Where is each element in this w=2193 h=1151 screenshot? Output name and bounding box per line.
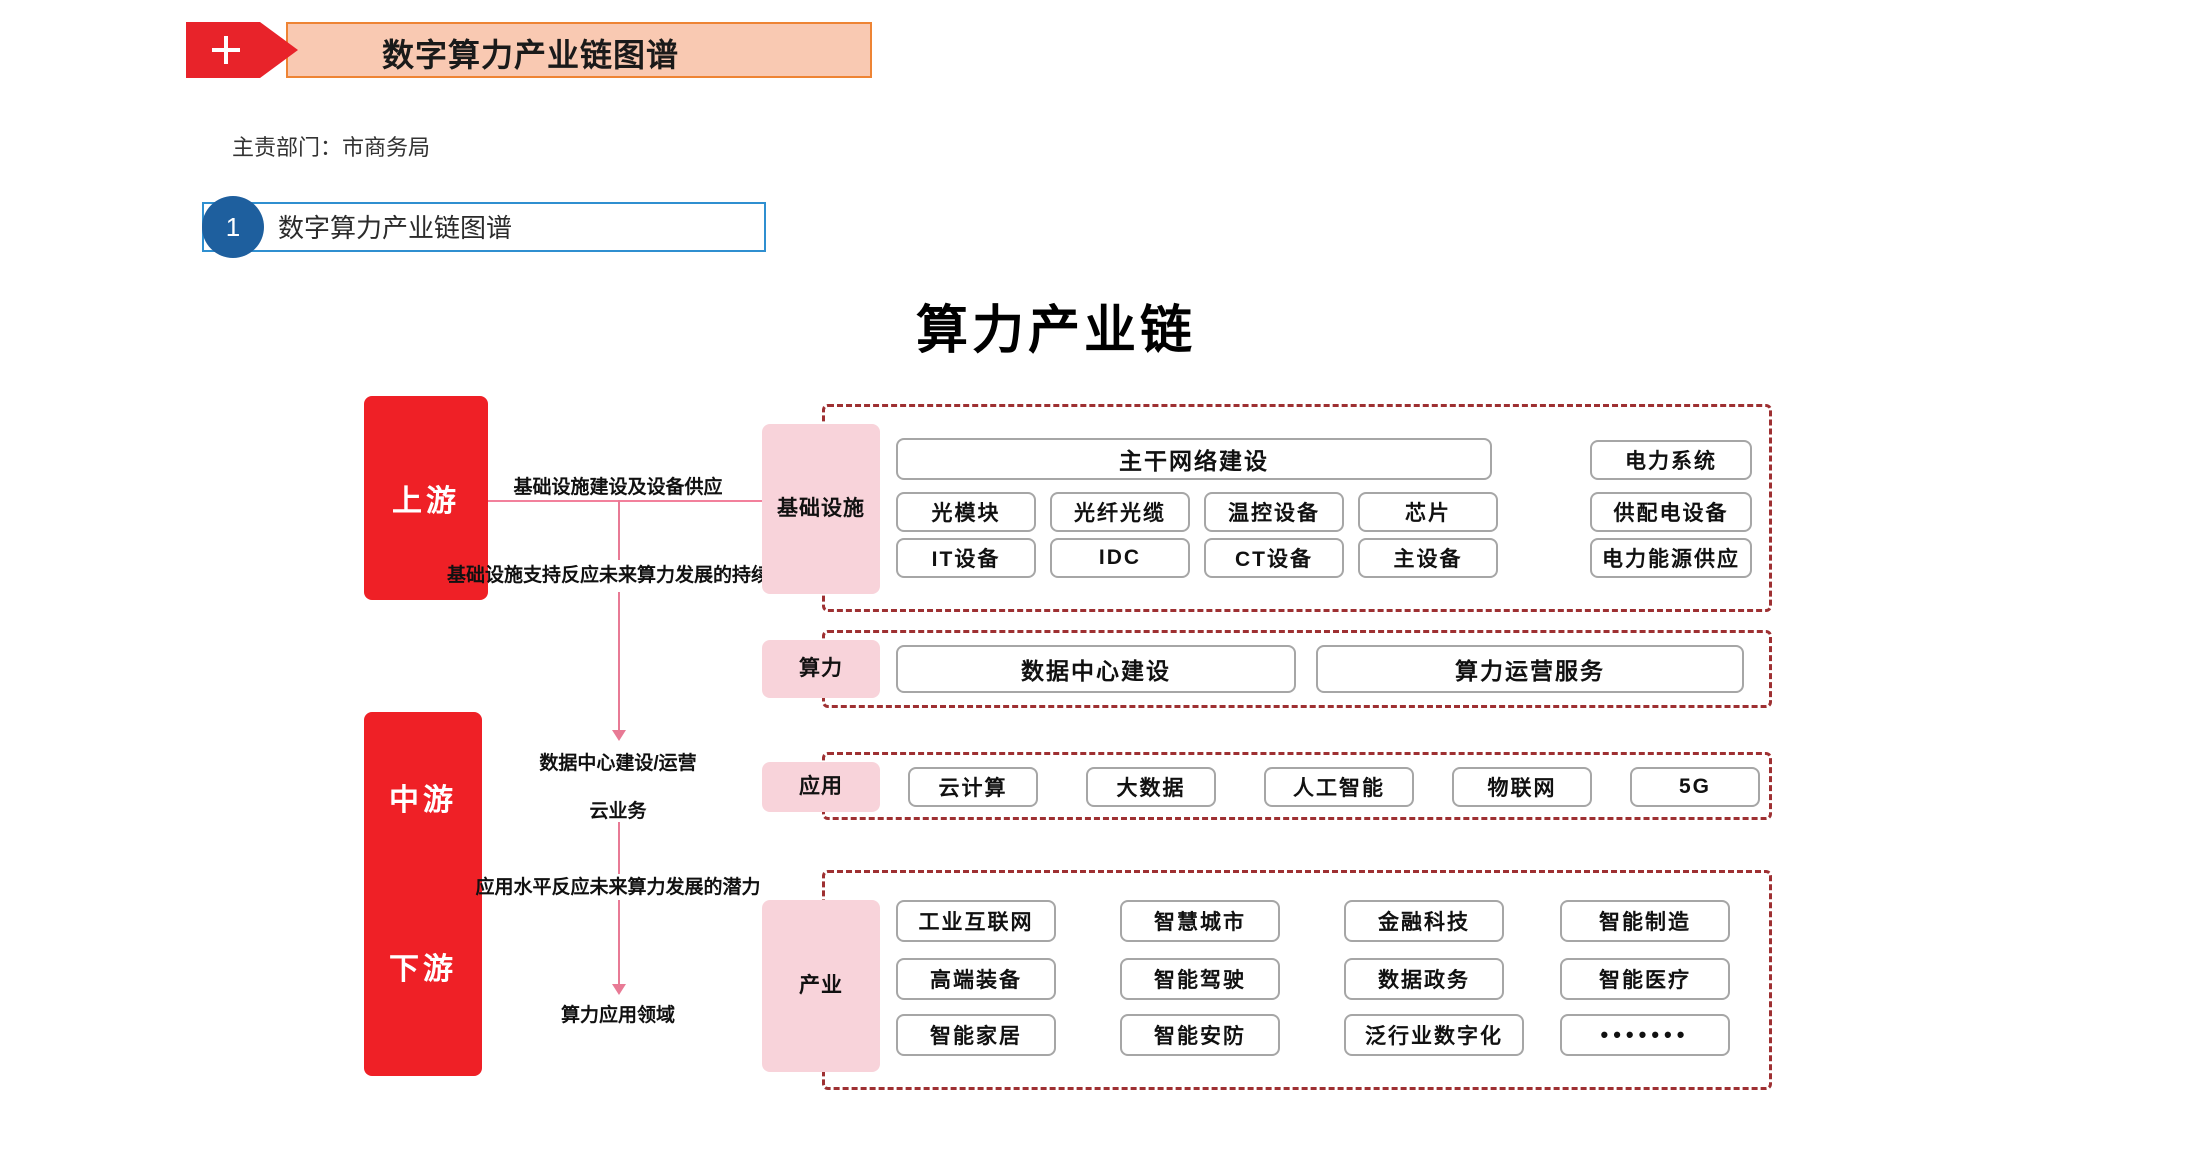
item-box[interactable]: 光纤光缆 [1050,492,1190,532]
item-box[interactable]: 智能驾驶 [1120,958,1280,1000]
connector-label-6: 算力应用领域 [560,1005,675,1026]
category-label-infrastructure: 基础 设施 [762,424,880,594]
item-box[interactable]: 芯片 [1358,492,1498,532]
item-box[interactable]: 电力系统 [1590,440,1752,480]
item-box[interactable]: 数据政务 [1344,958,1504,1000]
item-box[interactable]: IDC [1050,538,1190,578]
connector-label-4: 云业务 [589,801,647,822]
page-title: 数字算力产业链图谱 [382,37,680,73]
department-label: 主责部门：市商务局 [232,135,431,160]
item-box[interactable]: 温控设备 [1204,492,1344,532]
connector-line-vertical-3 [618,822,620,874]
item-box-ellipsis[interactable]: ••••••• [1560,1014,1730,1056]
item-box[interactable]: 物联网 [1452,767,1592,807]
stage-box-upstream: 上游 [364,396,488,600]
stage-box-downstream: 下游 [364,856,482,1076]
item-box[interactable]: 光模块 [896,492,1036,532]
page-header-banner: 数字算力产业链图谱 [186,22,872,78]
connector-label-2: 基础设施支持反应未来算力发展的持续性 [446,565,789,586]
item-box[interactable]: 智慧城市 [1120,900,1280,942]
item-box[interactable]: 泛行业数字化 [1344,1014,1524,1056]
item-box[interactable]: 供配电设备 [1590,492,1752,532]
connector-label-1: 基础设施建设及设备供应 [513,477,723,498]
item-box[interactable]: 算力运营服务 [1316,645,1744,693]
item-box[interactable]: 智能制造 [1560,900,1730,942]
item-box[interactable]: 数据中心建设 [896,645,1296,693]
category-label-computing-power: 算力 [762,640,880,698]
item-box[interactable]: 高端装备 [896,958,1056,1000]
item-box[interactable]: 智能医疗 [1560,958,1730,1000]
stage-box-midstream: 中游 [364,712,482,882]
chart-title: 算力产业链 [916,302,1197,360]
section-title: 数字算力产业链图谱 [278,213,513,243]
item-box[interactable]: CT设备 [1204,538,1344,578]
connector-arrow-1 [612,730,626,741]
category-label-application: 应用 [762,762,880,812]
item-box[interactable]: 金融科技 [1344,900,1504,942]
connector-line-vertical-4 [618,900,620,986]
connector-label-5: 应用水平反应未来算力发展的潜力 [475,877,761,898]
item-box[interactable]: 大数据 [1086,767,1216,807]
section-bar [202,202,766,252]
category-label-infrastructure-line1: 基础 [777,497,821,521]
item-box[interactable]: 智能家居 [896,1014,1056,1056]
banner-chevron-shape [186,22,298,78]
category-label-infrastructure-line2: 设施 [821,497,865,521]
connector-label-3: 数据中心建设/运营 [539,753,697,774]
item-box[interactable]: 主干网络建设 [896,438,1492,480]
item-box[interactable]: 主设备 [1358,538,1498,578]
connector-line-horizontal-upstream [488,500,770,502]
connector-line-vertical-1 [618,500,620,560]
item-box[interactable]: 智能安防 [1120,1014,1280,1056]
item-box[interactable]: 电力能源供应 [1590,538,1752,578]
banner-background [286,22,872,78]
plus-icon [212,36,240,64]
item-box[interactable]: 云计算 [908,767,1038,807]
connector-arrow-2 [612,984,626,995]
item-box[interactable]: IT设备 [896,538,1036,578]
category-label-industry: 产业 [762,900,880,1072]
connector-line-vertical-2 [618,592,620,732]
item-box[interactable]: 人工智能 [1264,767,1414,807]
section-number-badge: 1 [202,196,264,258]
item-box[interactable]: 5G [1630,767,1760,807]
item-box[interactable]: 工业互联网 [896,900,1056,942]
